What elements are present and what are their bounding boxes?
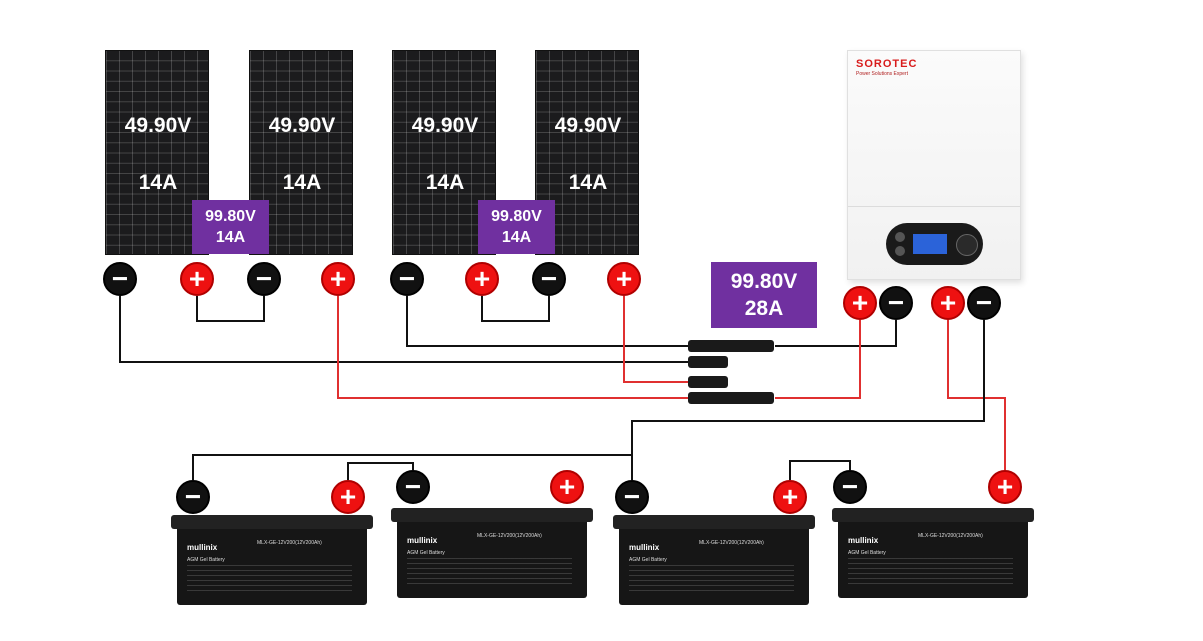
battery-type: AGM Gel Battery	[848, 550, 886, 556]
mc4-branch-connector-negative-2	[688, 356, 728, 368]
battery-model: MLX-GE-12V200(12V200Ah)	[477, 533, 542, 539]
battery2-positive-terminal: +	[550, 470, 584, 504]
panel2-negative-terminal: −	[247, 262, 281, 296]
string2-positive-wire	[623, 296, 690, 383]
string-voltage: 99.80V	[205, 208, 256, 225]
inverter-battery-negative-terminal: −	[967, 286, 1001, 320]
series-jumper-2	[481, 296, 550, 322]
battery-model: MLX-GE-12V200(12V200Ah)	[918, 533, 983, 539]
battery-brand: mullinix	[187, 543, 218, 552]
battery-type: AGM Gel Battery	[629, 557, 667, 563]
battery-4: mullinix MLX-GE-12V200(12V200Ah) AGM Gel…	[832, 508, 1034, 598]
battery-lid	[832, 508, 1034, 522]
battery-lid	[391, 508, 593, 522]
battery1-negative-terminal: −	[176, 480, 210, 514]
battery4-negative-terminal: −	[833, 470, 867, 504]
panel1-negative-terminal: −	[103, 262, 137, 296]
panel-current: 14A	[282, 171, 322, 194]
string1-positive-wire	[337, 296, 690, 399]
battery-link-2	[347, 462, 414, 480]
battery3-positive-terminal: +	[773, 480, 807, 514]
panel3-positive-terminal: +	[465, 262, 499, 296]
battery-model: MLX-GE-12V200(12V200Ah)	[257, 540, 322, 546]
battery2-negative-terminal: −	[396, 470, 430, 504]
battery-spec-table	[848, 558, 1013, 588]
inverter-battery-positive-terminal: +	[931, 286, 965, 320]
panel-voltage: 49.90V	[268, 114, 336, 137]
mc4-branch-connector-negative	[688, 340, 774, 352]
battery1-positive-terminal: +	[331, 480, 365, 514]
string-current: 14A	[501, 229, 532, 246]
string1-label: 99.80V 14A	[192, 200, 269, 254]
inverter-knob-icon	[956, 234, 978, 256]
battery-spec-table	[407, 558, 572, 588]
string1-negative-wire	[119, 296, 690, 363]
combined-current: 28A	[744, 297, 784, 320]
inverter-button-icon	[895, 232, 905, 242]
panel-voltage: 49.90V	[124, 114, 192, 137]
panel-current: 14A	[568, 171, 608, 194]
inverter-pv-negative-terminal: −	[879, 286, 913, 320]
panel1-positive-terminal: +	[180, 262, 214, 296]
panel3-negative-terminal: −	[390, 262, 424, 296]
battery-3: mullinix MLX-GE-12V200(12V200Ah) AGM Gel…	[613, 515, 815, 605]
inverter: SOROTEC Power Solutions Expert	[847, 50, 1021, 280]
mc4-branch-connector-positive	[688, 376, 728, 388]
series-jumper-1	[196, 296, 265, 322]
lcd-display-icon	[886, 223, 983, 265]
battery3-negative-terminal: −	[615, 480, 649, 514]
battery-type: AGM Gel Battery	[187, 557, 225, 563]
battery-1: mullinix MLX-GE-12V200(12V200Ah) AGM Gel…	[171, 515, 373, 605]
battery-link-1	[192, 454, 632, 480]
battery-lid	[613, 515, 815, 529]
panel-current: 14A	[425, 171, 465, 194]
battery-brand: mullinix	[407, 536, 438, 545]
battery-link-3	[789, 460, 851, 480]
inverter-button-icon	[895, 246, 905, 256]
inverter-lcd-screen	[913, 234, 947, 254]
battery4-positive-terminal: +	[988, 470, 1022, 504]
battery-spec-table	[629, 565, 794, 595]
inverter-pv-positive-terminal: +	[843, 286, 877, 320]
panel-current: 14A	[138, 171, 178, 194]
battery-bank-negative-wire	[631, 320, 985, 480]
panel4-negative-terminal: −	[532, 262, 566, 296]
battery-spec-table	[187, 565, 352, 595]
panel-voltage: 49.90V	[411, 114, 479, 137]
battery-brand: mullinix	[848, 536, 879, 545]
combined-voltage: 99.80V	[730, 270, 798, 293]
battery-bank-positive-wire	[947, 320, 1006, 470]
combined-negative-wire	[775, 320, 897, 347]
combined-positive-wire	[775, 320, 861, 399]
string-current: 14A	[215, 229, 246, 246]
string2-label: 99.80V 14A	[478, 200, 555, 254]
panel4-positive-terminal: +	[607, 262, 641, 296]
string-voltage: 99.80V	[491, 208, 542, 225]
battery-2: mullinix MLX-GE-12V200(12V200Ah) AGM Gel…	[391, 508, 593, 598]
battery-model: MLX-GE-12V200(12V200Ah)	[699, 540, 764, 546]
mc4-branch-connector-positive-2	[688, 392, 774, 404]
battery-brand: mullinix	[629, 543, 660, 552]
combined-array-label: 99.80V 28A	[711, 262, 817, 328]
inverter-brand: SOROTEC	[856, 58, 918, 70]
battery-type: AGM Gel Battery	[407, 550, 445, 556]
panel-voltage: 49.90V	[554, 114, 622, 137]
battery-lid	[171, 515, 373, 529]
string2-negative-wire	[406, 296, 690, 347]
inverter-seam	[848, 206, 1020, 207]
inverter-tagline: Power Solutions Expert	[856, 71, 908, 77]
solar-panel-1: 49.90V 14A	[105, 50, 209, 255]
panel2-positive-terminal: +	[321, 262, 355, 296]
